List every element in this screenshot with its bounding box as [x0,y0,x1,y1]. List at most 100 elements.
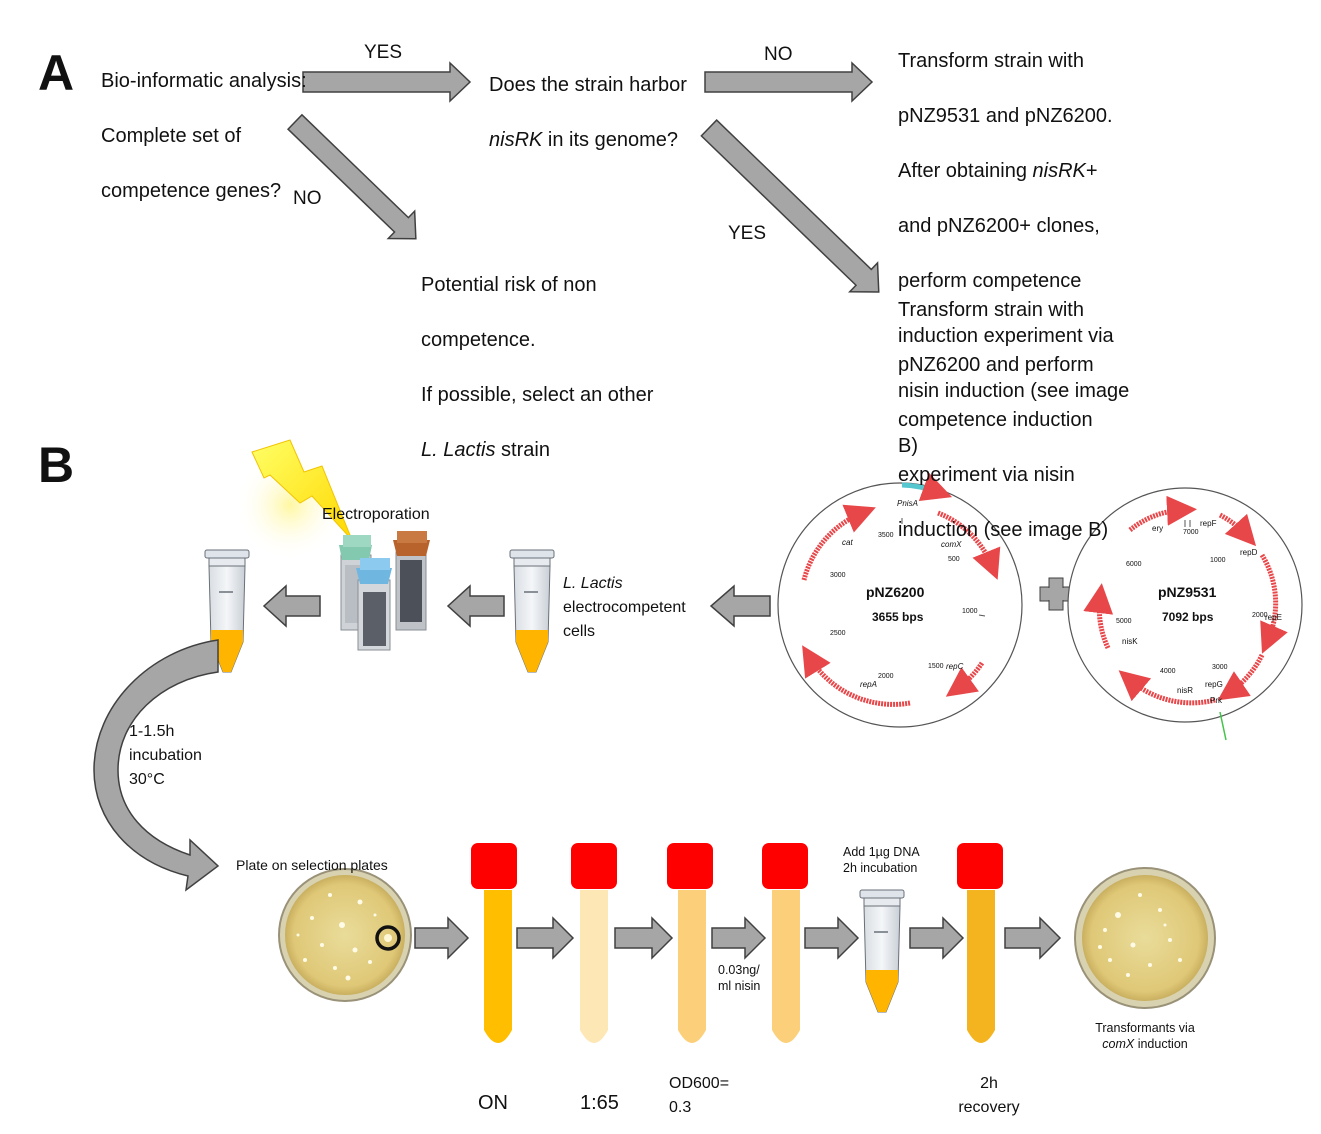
no-label-1: NO [764,44,793,65]
cells-line: L. Lactis [563,572,686,596]
feature-comx: comX [941,540,962,549]
yes-label-2: YES [728,223,767,244]
feature-prk: Prk [1210,696,1222,705]
arrow-no-to-transform-both [704,61,874,103]
box5-line: pNZ6200 and perform [898,353,1094,376]
feature-repf: repF [1200,519,1217,528]
culture-tube-overnight [471,843,517,1043]
arrow-to-electroporated-tube [262,584,321,628]
step-overnight-label: ON [478,1092,508,1114]
tick-6000-b: 6000 [1126,561,1142,568]
box3-line: B) [898,434,918,457]
box4-line: competence. [421,328,536,351]
tick-5000-b: 5000 [1116,618,1132,625]
recovery-line: 2h [980,1075,998,1092]
box5-line: induction (see image B) [898,518,1109,541]
transformants-line: Transformants via [1095,1021,1195,1035]
incubation-line: 30°C [129,771,165,788]
transformants-plate [1074,867,1216,1009]
plate-selection-label: Plate on selection plates [236,857,388,873]
arrow-yes-to-transform-pnz6200 [700,119,880,293]
box3-line: pNZ9531 and pNZ6200. [898,104,1113,127]
electroporation-label: Electroporation [322,506,430,523]
plus-sign-icon [1039,577,1073,611]
feature-nisk: nisK [1122,637,1138,646]
tick-2000-b: 2000 [1252,612,1268,619]
culture-tube-recovery [957,843,1003,1043]
box2-line: nisRK in its genome? [489,127,687,155]
tick-500: 500 [948,556,960,563]
feature-ery: ery [1152,524,1164,533]
panel-a-label: A [38,45,75,101]
box4-line: L. Lactis strain [421,437,653,465]
box3-line: Transform strain with [898,49,1084,72]
plasmid-pnz6200-map [777,472,1023,728]
feature-repa: repA [860,680,877,689]
plasmid1-name: pNZ6200 [866,584,925,600]
feature-cat: cat [842,538,853,547]
nisrk-italic: nisRK [1032,159,1086,182]
bioinformatic-analysis-box: Bio-informatic analysis: Complete set of… [101,40,307,233]
od-line: 0.3 [669,1099,692,1116]
feature-repe: repE [1265,613,1282,622]
box3-line: induction experiment via [898,324,1114,347]
box4-line: If possible, select an other [421,383,654,406]
box3-line: and pNZ6200+ clones, [898,214,1100,237]
risk-non-competence-box: Potential risk of non competence. If pos… [421,244,653,492]
culture-tube-od [667,843,713,1043]
step-recovery-label: 2h recovery [953,1072,1025,1120]
step-dilution-label: 1:65 [580,1092,619,1114]
feature-nisr: nisR [1177,686,1194,695]
electroporation-cuvettes [339,531,430,651]
transformants-line: comX induction [1095,1036,1195,1052]
incubation-line: 1-1.5h [129,723,175,740]
tick-3000-b: 3000 [1212,664,1228,671]
transformants-label: Transformants via comX induction [1095,1020,1195,1052]
yes-label-1: YES [364,42,403,63]
box3-pre: After obtaining [898,159,1033,182]
tick-1500: 1500 [928,663,944,670]
curved-incubation-arrow [93,639,220,892]
transform-both-plasmids-box: Transform strain with pNZ9531 and pNZ620… [898,20,1129,488]
box1-line: Complete set of [101,124,242,147]
tick-1000-b: 1000 [1210,557,1226,564]
nisin-line: ml nisin [718,979,761,993]
nisrk-italic: nisRK [489,128,543,151]
transformants-tail: induction [1134,1037,1188,1051]
nisin-line: 0.03ng/ [718,963,760,977]
step-od-label: OD600= 0.3 [669,1072,729,1120]
box3-line: perform competence [898,269,1082,292]
electrocompetent-cells-label: L. Lactis electrocompetent cells [563,572,686,644]
box4-tail: strain [495,438,550,461]
add-dna-label: Add 1µg DNA 2h incubation [843,844,920,876]
add-dna-line: Add 1µg DNA [843,845,920,859]
feature-repc: repC [946,662,964,671]
recovery-line: recovery [958,1099,1020,1116]
cells-line: cells [563,623,596,640]
no-label-2: NO [293,188,322,209]
feature-pnisa: PnisA [897,499,918,508]
nisin-concentration-label: 0.03ng/ ml nisin [718,962,760,994]
od-line: OD600= [669,1075,730,1092]
culture-tube-diluted [571,843,617,1043]
arrow-yes-to-nisrk [302,61,472,103]
plasmid2-name: pNZ9531 [1158,584,1217,600]
box3-line: After obtaining nisRK+ [898,158,1129,186]
species-italic: L. Lactis [421,438,496,461]
feature-repg: repG [1205,680,1223,689]
nisrk-question-box: Does the strain harbor nisRK in its geno… [489,44,687,182]
plasmid1-size: 3655 bps [872,610,924,624]
box3-line: nisin induction (see image [898,379,1130,402]
feature-repd: repD [1240,548,1258,557]
box5-line: experiment via nisin [898,463,1075,486]
eppendorf-tube-add-dna [859,889,905,1013]
eppendorf-tube-electrocompetent [509,549,555,673]
tick-4000-b: 4000 [1160,668,1176,675]
tick-3500: 3500 [878,532,894,539]
tick-1000: 1000 [962,608,978,615]
tick-3000: 3000 [830,572,846,579]
plasmid2-size: 7092 bps [1162,610,1214,624]
incubation-label: 1-1.5h incubation 30°C [129,720,202,792]
culture-tube-nisin [762,843,808,1043]
arrow-no-to-risk [286,113,417,240]
